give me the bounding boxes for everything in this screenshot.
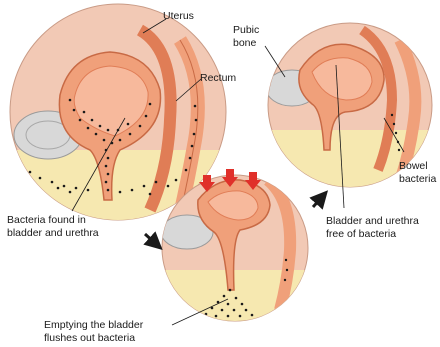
label-emptying: Emptying the bladder flushes out bacteri… (44, 319, 143, 344)
label-bowel-bacteria: Bowel bacteria (399, 160, 436, 185)
label-bladder-free: Bladder and urethra free of bacteria (326, 215, 419, 240)
label-bacteria-found: Bacteria found in bladder and urethra (7, 214, 99, 239)
arrow-icon (313, 197, 322, 207)
label-pubic-bone: Pubic bone (233, 24, 259, 49)
arrow-icon (145, 234, 156, 244)
label-rectum: Rectum (200, 72, 236, 85)
label-uterus: Uterus (163, 10, 194, 23)
